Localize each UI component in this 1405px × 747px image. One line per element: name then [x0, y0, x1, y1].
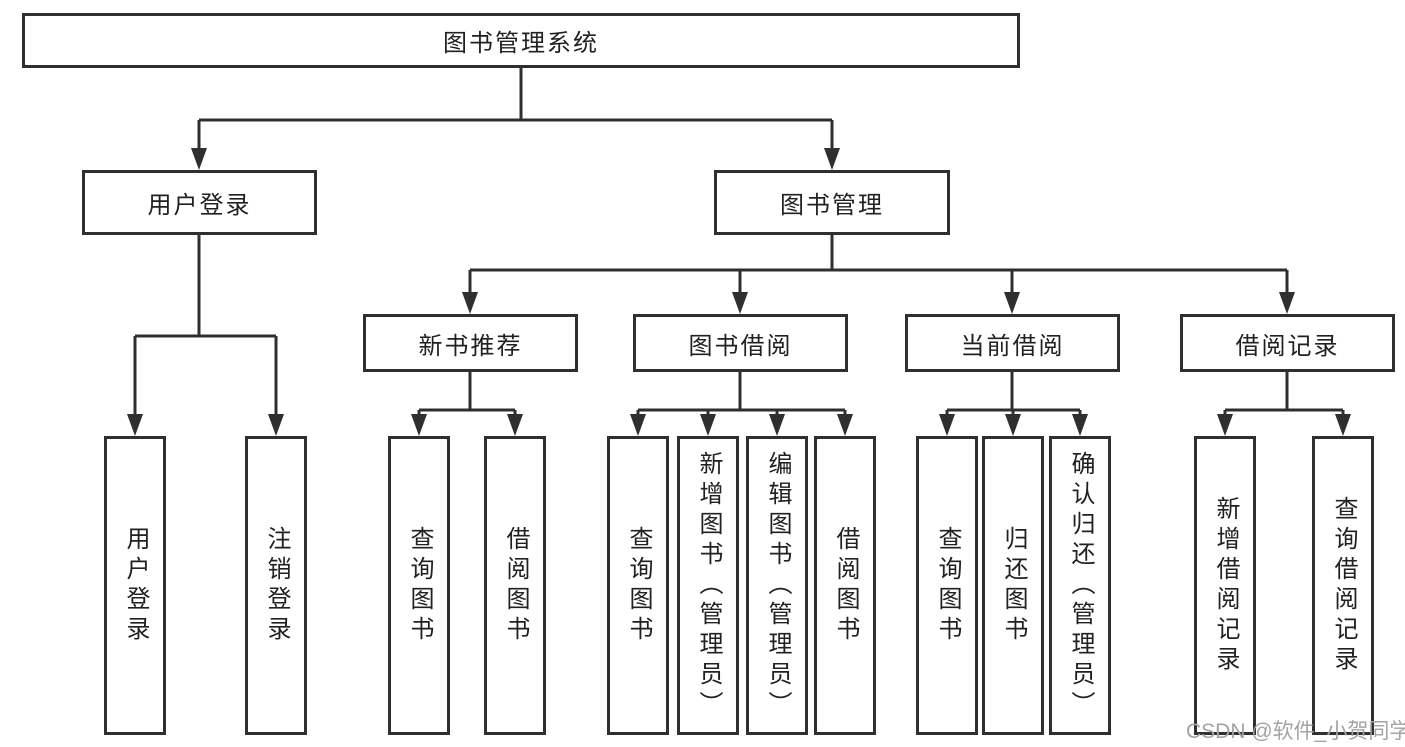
connector-bookmgmt-to-level3 [468, 235, 1289, 294]
leaf-label: 归还图书 [1000, 525, 1027, 646]
leaf-query-borrow-record: 查询借阅记录 [1312, 436, 1374, 735]
arrow-down-icon [411, 414, 427, 436]
node-new-book-recommendation: 新书推荐 [363, 314, 578, 372]
arrow-down-icon [191, 148, 207, 170]
node-borrowing-records: 借阅记录 [1180, 314, 1395, 372]
arrow-down-icon [939, 414, 955, 436]
leaf-label: 确认归还（管理员） [1067, 450, 1094, 721]
node-book-borrowing: 图书借阅 [633, 314, 848, 372]
leaf-return-books: 归还图书 [982, 436, 1044, 735]
node-label: 图书管理 [780, 192, 884, 219]
connector-login-to-leaves [133, 235, 278, 416]
arrow-down-icon [630, 414, 646, 436]
node-label: 图书借阅 [688, 332, 793, 360]
arrow-down-icon [127, 414, 143, 436]
node-label: 当前借阅 [960, 332, 1065, 360]
leaf-label: 新增图书（管理员） [695, 450, 722, 721]
leaf-confirm-return-admin: 确认归还（管理员） [1049, 436, 1111, 735]
leaf-user-login: 用户登录 [104, 436, 166, 735]
connector-current-to-leaves [945, 372, 1082, 416]
leaf-label: 注销登录 [263, 525, 290, 646]
arrow-down-icon [1279, 292, 1295, 314]
leaf-label: 查询借阅记录 [1330, 495, 1357, 676]
node-label: 用户登录 [147, 192, 252, 219]
leaf-add-borrow-record: 新增借阅记录 [1194, 436, 1256, 735]
leaf-label: 编辑图书（管理员） [764, 450, 791, 721]
connector-records-to-leaves [1223, 372, 1345, 416]
node-library-management-system: 图书管理系统 [22, 13, 1020, 68]
arrow-down-icon [732, 292, 748, 314]
leaf-label: 借阅图书 [832, 525, 859, 646]
arrow-down-icon [1004, 292, 1020, 314]
arrow-down-icon [507, 414, 523, 436]
node-label: 借阅记录 [1235, 332, 1340, 360]
leaf-query-books: 查询图书 [388, 436, 450, 735]
connector-borrow-to-leaves [636, 372, 847, 416]
watermark-text: CSDN @软件_小贺同学 [1186, 720, 1405, 743]
arrow-down-icon [1072, 414, 1088, 436]
leaf-logout: 注销登录 [245, 436, 307, 735]
leaf-edit-book-admin: 编辑图书（管理员） [746, 436, 808, 735]
leaf-label: 查询图书 [406, 525, 433, 646]
connector-root-to-level2 [197, 68, 834, 150]
arrow-down-icon [1335, 414, 1351, 436]
arrow-down-icon [837, 414, 853, 436]
leaf-borrow-books: 借阅图书 [814, 436, 876, 735]
arrow-down-icon [1005, 414, 1021, 436]
leaf-label: 新增借阅记录 [1212, 495, 1239, 676]
node-book-management: 图书管理 [714, 170, 950, 235]
arrow-down-icon [1217, 414, 1233, 436]
leaf-label: 查询图书 [625, 525, 652, 646]
arrow-down-icon [462, 292, 478, 314]
arrow-down-icon [824, 148, 840, 170]
node-current-borrowing: 当前借阅 [905, 314, 1120, 372]
connector-newbook-to-leaves [417, 372, 517, 416]
leaf-borrow-books: 借阅图书 [484, 436, 546, 735]
node-label: 新书推荐 [418, 332, 523, 360]
node-label: 图书管理系统 [443, 30, 599, 57]
leaf-label: 借阅图书 [502, 525, 529, 646]
arrow-down-icon [268, 414, 284, 436]
leaf-query-books: 查询图书 [916, 436, 978, 735]
csdn-watermark: CSDN @软件_小贺同学 [1186, 715, 1405, 745]
leaf-label: 用户登录 [122, 525, 149, 646]
arrow-down-icon [700, 414, 716, 436]
leaf-query-books: 查询图书 [607, 436, 669, 735]
arrow-down-icon [769, 414, 785, 436]
node-user-login: 用户登录 [82, 170, 317, 235]
leaf-label: 查询图书 [934, 525, 961, 646]
leaf-add-book-admin: 新增图书（管理员） [677, 436, 739, 735]
